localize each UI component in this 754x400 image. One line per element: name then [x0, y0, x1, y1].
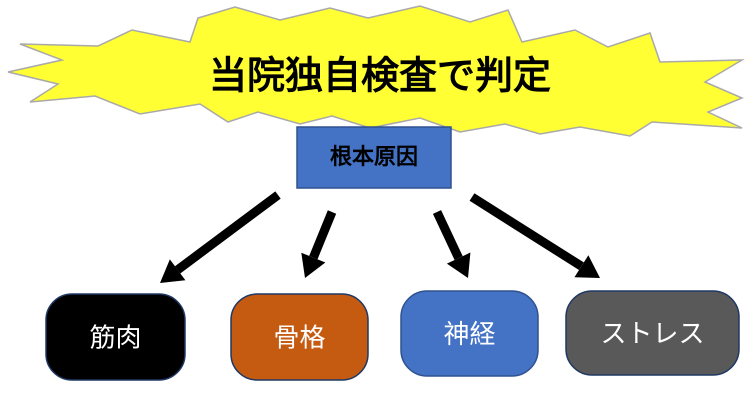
arrow-head: [446, 252, 471, 278]
cause-shape: [45, 293, 186, 381]
arrow-head: [301, 252, 326, 278]
arrow-4: [469, 193, 600, 278]
root-cause-node: 根本原因: [296, 126, 452, 189]
arrow-shaft: [469, 193, 584, 271]
arrow-head: [160, 259, 186, 283]
arrow-shaft: [432, 210, 463, 261]
cause-node-1: 筋肉: [45, 293, 186, 381]
arrow-shaft: [174, 191, 281, 274]
cause-label: ストレス: [600, 320, 704, 350]
cause-label: 神経: [443, 320, 495, 350]
cause-node-2: 骨格: [230, 293, 369, 381]
cause-node-3: 神経: [400, 290, 539, 377]
arrow-2: [301, 210, 337, 278]
banner-starburst: [7, 5, 745, 137]
cause-nodes: 筋肉 骨格 神経 ストレス: [45, 290, 740, 381]
banner-title: 当院独自検査で判定: [209, 54, 551, 98]
cause-node-4: ストレス: [565, 290, 740, 376]
arrows: [160, 191, 600, 283]
cause-shape: [565, 290, 740, 376]
arrow-head: [574, 255, 600, 278]
cause-shape: [230, 293, 369, 381]
root-cause-label: 根本原因: [330, 145, 418, 170]
root-cause-box: [296, 126, 452, 189]
arrow-3: [432, 210, 471, 278]
banner: 当院独自検査で判定: [7, 5, 745, 137]
arrow-1: [160, 191, 281, 283]
arrow-shaft: [309, 210, 337, 260]
cause-shape: [400, 290, 539, 377]
cause-label: 筋肉: [89, 324, 141, 354]
cause-label: 骨格: [273, 324, 325, 354]
